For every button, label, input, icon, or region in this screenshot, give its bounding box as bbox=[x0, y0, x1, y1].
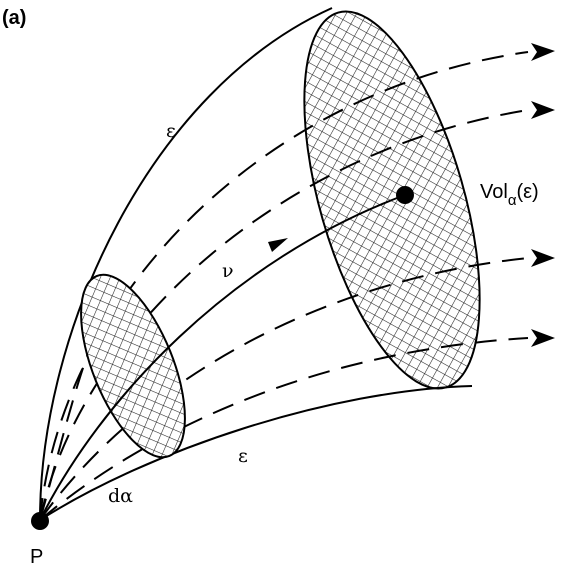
arrowhead-2 bbox=[531, 101, 555, 119]
epsilon-top-label: ε bbox=[166, 120, 176, 142]
d-alpha-label: dα bbox=[108, 485, 133, 507]
dashed-geodesic-1 bbox=[39, 51, 529, 521]
cone-lower-edge bbox=[39, 385, 473, 521]
apex-point-p bbox=[31, 512, 49, 530]
volume-label: Volα(ε) bbox=[480, 181, 539, 209]
panel-label: (a) bbox=[2, 7, 26, 29]
volume-label-argument: (ε) bbox=[516, 181, 538, 203]
volume-label-subscript: α bbox=[508, 192, 517, 209]
small-cross-section bbox=[80, 273, 186, 459]
volume-label-main: Vol bbox=[480, 181, 508, 203]
large-cross-section bbox=[303, 10, 481, 390]
dashed-geodesic-2 bbox=[39, 109, 529, 521]
point-p-label: P bbox=[30, 546, 43, 566]
nu-direction-arrow bbox=[268, 238, 288, 252]
cone-boundaries bbox=[39, 7, 473, 521]
central-geodesic-nu bbox=[39, 194, 406, 521]
large-section-center-dot bbox=[396, 186, 414, 204]
cone-upper-edge bbox=[39, 7, 333, 521]
dashed-geodesic-4 bbox=[39, 337, 529, 521]
arrowhead-1 bbox=[531, 43, 555, 61]
geodesic-arrowheads bbox=[531, 43, 555, 347]
arrowhead-4 bbox=[531, 329, 555, 347]
dashed-geodesic-3 bbox=[39, 257, 529, 521]
arrowhead-3 bbox=[531, 249, 555, 267]
epsilon-bottom-label: ε bbox=[238, 445, 248, 467]
nu-label: ν bbox=[222, 260, 234, 282]
